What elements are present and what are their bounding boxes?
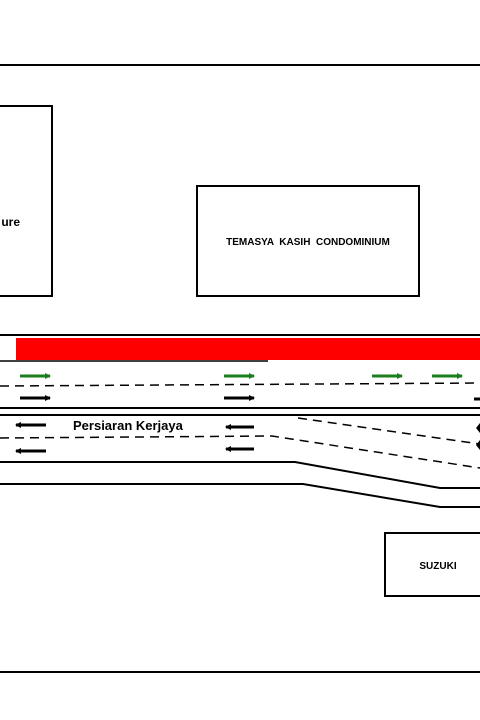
building-suzuki: SUZUKI bbox=[384, 532, 480, 597]
building-condominium: TEMASYA KASIH CONDOMINIUM bbox=[196, 185, 420, 297]
eastbound-lane-divider bbox=[0, 382, 480, 387]
suzuki-label: SUZUKI bbox=[419, 561, 456, 572]
road-name-label: Persiaran Kerjaya bbox=[73, 418, 184, 433]
road-inner-south-edge bbox=[0, 461, 480, 489]
westbound-arrow-partial bbox=[476, 423, 480, 433]
building-left-label: ure bbox=[1, 215, 20, 229]
westbound-lane-divider bbox=[0, 435, 480, 469]
condominium-label: TEMASYA KASIH CONDOMINIUM bbox=[226, 237, 390, 248]
slip-lane-divider bbox=[297, 417, 480, 445]
eastbound-black-arrows bbox=[20, 395, 480, 401]
westbound-black-arrows bbox=[15, 422, 254, 454]
lane-dividers bbox=[0, 382, 480, 469]
highlighted-lane bbox=[16, 338, 480, 360]
building-left-partial: ure bbox=[0, 105, 53, 297]
road-edges bbox=[0, 334, 480, 508]
road-outer-south-edge bbox=[0, 483, 480, 508]
westbound-arrow-partial bbox=[476, 440, 480, 450]
